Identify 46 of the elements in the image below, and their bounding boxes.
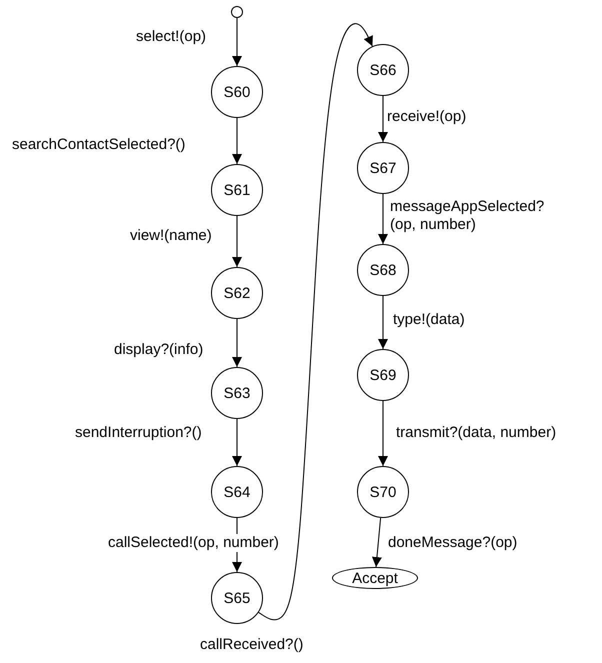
state-label: S64	[224, 484, 250, 500]
arrow	[378, 400, 388, 466]
edge-label: callReceived?()	[200, 636, 304, 654]
state-label: S66	[370, 62, 396, 78]
state-label: S68	[370, 262, 396, 278]
arrow	[232, 118, 242, 164]
state-circle	[357, 44, 409, 96]
state-circle	[357, 466, 409, 518]
edge-label: sendInterruption?()	[75, 424, 202, 442]
state-label: S70	[370, 484, 396, 500]
arrow	[232, 216, 242, 268]
arrow	[258, 23, 373, 620]
state-label: Accept	[352, 570, 398, 586]
edge-label: callSelected!(op, number)	[108, 534, 279, 552]
state-label: S63	[224, 384, 250, 402]
state-circle	[211, 267, 263, 319]
state-label: S67	[370, 160, 396, 176]
arrow	[378, 194, 388, 244]
edge-label: display?(info)	[114, 341, 204, 359]
arrow	[232, 318, 242, 368]
state-circle	[211, 466, 263, 518]
state-circle	[211, 164, 263, 216]
state-circle	[357, 142, 409, 194]
arrow	[378, 296, 388, 350]
arrow	[378, 96, 388, 142]
state-label: S60	[224, 84, 250, 100]
edge-label: doneMessage?(op)	[388, 534, 518, 552]
state-circle	[357, 244, 409, 296]
arrow	[372, 517, 382, 568]
state-label: S65	[224, 590, 250, 606]
edge-label: select!(op)	[136, 28, 206, 46]
state-circle	[357, 349, 409, 401]
edge-label: searchContactSelected?()	[12, 136, 186, 154]
arrow	[232, 418, 242, 466]
edge-label: transmit?(data, number)	[396, 424, 556, 442]
state-label: S69	[370, 366, 396, 384]
state-circle	[211, 66, 263, 118]
initial-state-circle	[231, 6, 243, 18]
state-circle	[211, 572, 263, 624]
edge-label: receive!(op)	[387, 108, 466, 126]
state-circle	[211, 367, 263, 419]
edge-label: view!(name)	[130, 227, 212, 245]
state-label: S62	[224, 284, 250, 302]
state-label: S61	[224, 182, 250, 198]
edge-label: type!(data)	[393, 311, 465, 329]
arrow	[232, 18, 242, 66]
